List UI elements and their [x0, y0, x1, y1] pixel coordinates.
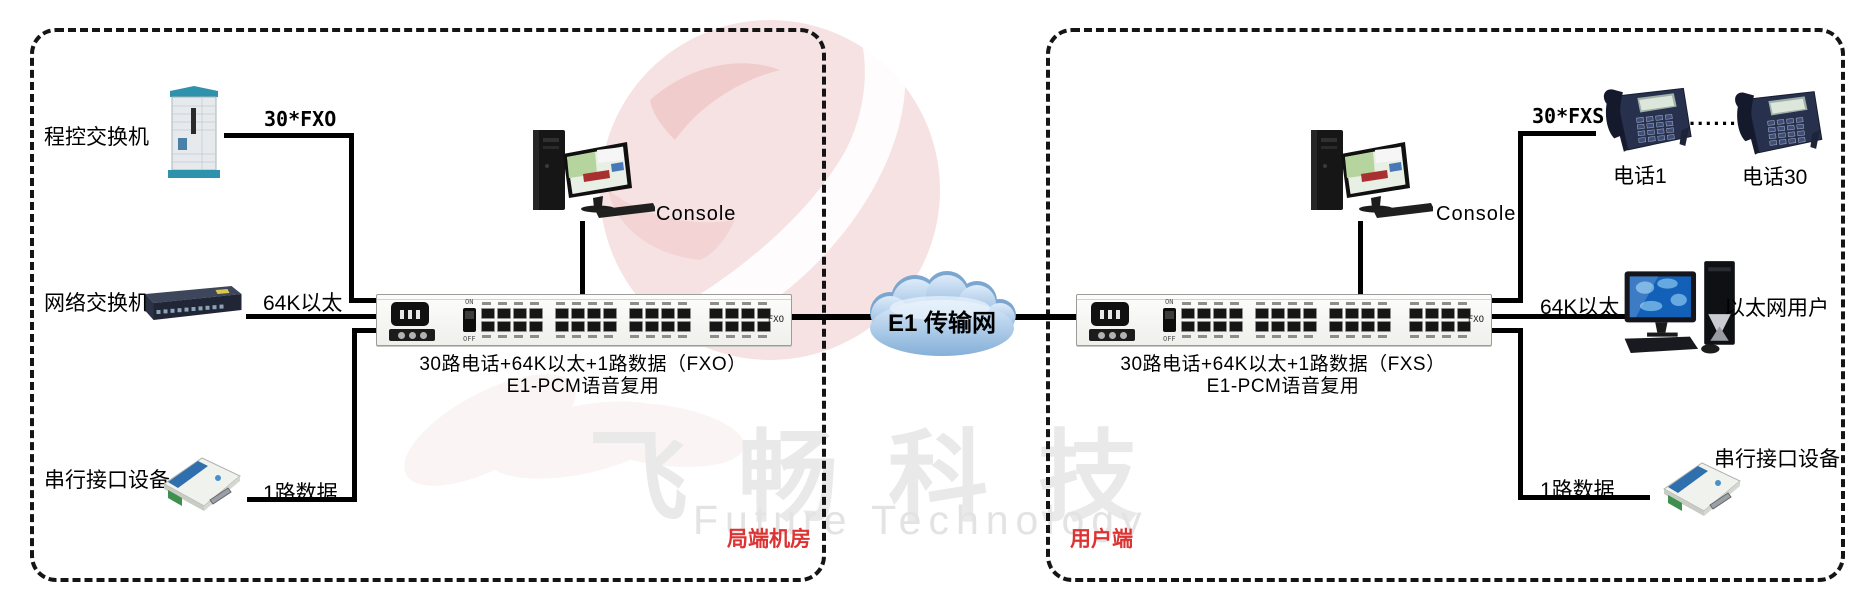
phone1-label: 电话1	[1613, 165, 1667, 188]
e1-network-label: E1 传输网	[887, 310, 997, 337]
eth-user-link-line	[1490, 314, 1635, 319]
fxo-link-line-stub	[349, 298, 378, 303]
watermark-en-text: Future Technology	[693, 497, 1149, 543]
rj45-port-group	[1255, 302, 1317, 338]
port-type-tag: FXO	[1467, 315, 1484, 325]
e1-network-cloud	[870, 271, 1016, 356]
ethernet-user-pc-icon	[1624, 261, 1735, 354]
right-zone-label: 用户端	[1070, 528, 1133, 551]
ip-phone-icon	[1597, 80, 1693, 166]
console-label: Console	[1436, 203, 1517, 225]
rj45-port-group	[1181, 302, 1243, 338]
network-switch-icon	[145, 286, 242, 320]
power-inlet-icon	[391, 302, 429, 326]
data-link-label: 1路数据	[263, 482, 338, 505]
terminal-block-icon	[389, 329, 435, 341]
eth-user-label: 以太网用户	[1724, 297, 1829, 320]
ellipsis-dots: ......	[1689, 105, 1738, 130]
right-zone-box	[1046, 28, 1845, 582]
fxs-link-line-v	[1518, 131, 1523, 303]
serial-device-label: 串行接口设备	[1714, 448, 1840, 471]
terminal-block-icon	[1089, 329, 1135, 341]
rj45-port-group	[709, 302, 771, 338]
power-switch-icon	[463, 308, 476, 332]
eth-link-label: 64K以太	[263, 292, 343, 315]
mux-device-fxs: ON OFF FXO	[1076, 294, 1492, 346]
rj45-port-group	[555, 302, 617, 338]
ip-phone-icon	[1726, 84, 1826, 168]
e1-trunk-line-right	[1014, 314, 1078, 320]
e1-trunk-line-left	[789, 314, 874, 320]
serial-device-icon	[148, 450, 248, 512]
rj45-port-group	[1329, 302, 1391, 338]
port-type-tag: FXO	[767, 315, 784, 325]
fxs-link-label: 30*FXS	[1532, 104, 1605, 128]
mux-caption-line1: 30路电话+64K以太+1路数据（FXS）	[1120, 354, 1446, 375]
serial-device-label: 串行接口设备	[44, 469, 170, 492]
mux-caption-line2: E1-PCM语音复用	[506, 376, 660, 397]
pbx-cabinet-icon	[168, 86, 220, 178]
fxs-link-line-stub	[1490, 298, 1523, 303]
fxo-link-line-h	[224, 133, 354, 138]
rj45-port-group	[1409, 302, 1471, 338]
mux-device-fxo: ON OFF FXO	[376, 294, 792, 346]
fxo-link-line-v	[349, 133, 354, 303]
serial2-link-line-stub	[1490, 328, 1523, 333]
power-off-label: OFF	[463, 335, 476, 343]
data-link-label: 1路数据	[1540, 479, 1615, 502]
console-pc-icon	[505, 126, 655, 221]
mux-caption-line1: 30路电话+64K以太+1路数据（FXO）	[419, 354, 747, 375]
serial2-link-line-v	[1518, 328, 1523, 500]
power-off-label: OFF	[1163, 335, 1176, 343]
power-inlet-icon	[1091, 302, 1129, 326]
serial-link-line-h	[247, 497, 357, 502]
network-switch-label: 网络交换机	[44, 292, 149, 315]
fxo-link-label: 30*FXO	[264, 107, 337, 131]
serial-link-line-stub	[352, 328, 378, 333]
eth-link-line	[246, 314, 378, 319]
power-on-label: ON	[1165, 298, 1174, 306]
eth-link-label: 64K以太	[1540, 296, 1620, 319]
left-zone-label: 局端机房	[727, 528, 811, 551]
serial-link-line-v	[352, 330, 357, 502]
pbx-label: 程控交换机	[44, 126, 149, 149]
power-on-label: ON	[465, 298, 474, 306]
power-switch-icon	[1163, 308, 1176, 332]
phone30-label: 电话30	[1742, 166, 1808, 189]
console-pc-icon	[1283, 126, 1433, 221]
fxs-link-line-h	[1518, 131, 1596, 136]
rj45-port-group	[481, 302, 543, 338]
rj45-port-group	[629, 302, 691, 338]
left-zone-box	[30, 28, 826, 582]
console2-link-line	[1358, 221, 1363, 296]
console-label: Console	[656, 203, 737, 225]
console-link-line	[580, 221, 585, 296]
mux-caption-line2: E1-PCM语音复用	[1206, 376, 1360, 397]
company-logo-watermark	[404, 20, 940, 486]
serial2-link-line-h	[1518, 495, 1650, 500]
